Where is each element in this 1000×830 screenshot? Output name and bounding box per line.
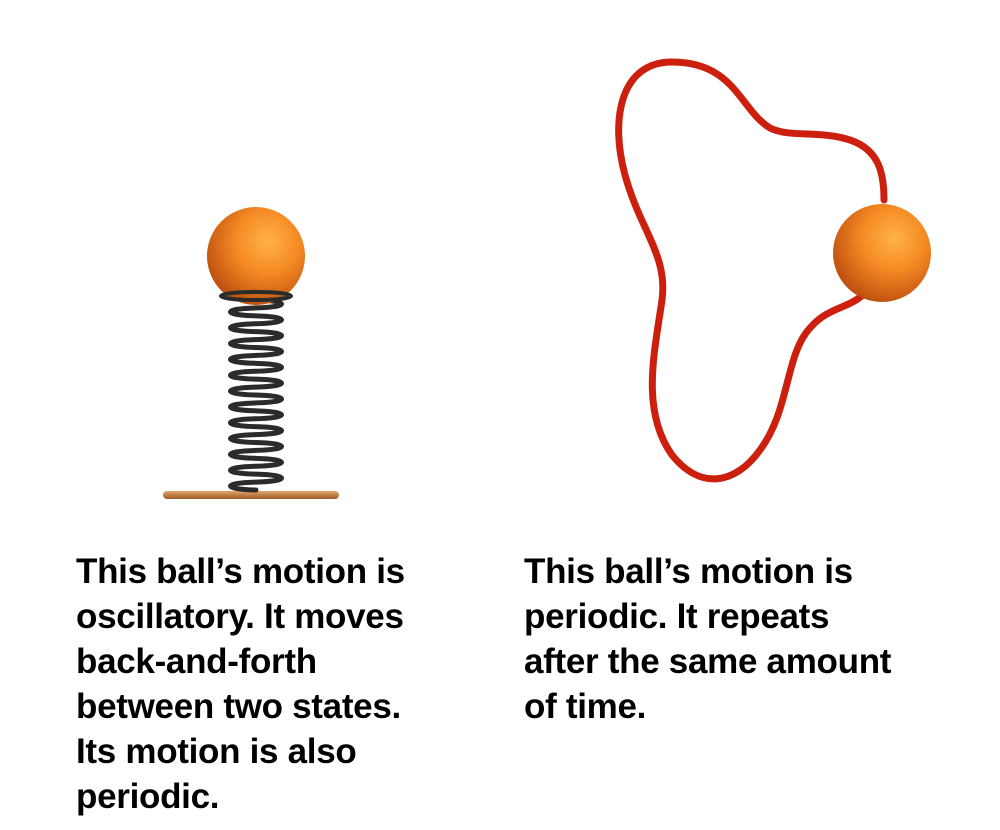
oscillating-ball: [207, 207, 305, 305]
caption-line: periodic.: [76, 777, 220, 816]
periodic-caption: This ball’s motion is periodic. It repea…: [524, 549, 944, 729]
periodic-ball: [833, 204, 931, 302]
periodic-loop: [615, 58, 931, 483]
caption-line: after the same amount: [524, 642, 892, 681]
caption-line: between two states.: [76, 687, 401, 726]
caption-line: of time.: [524, 687, 647, 726]
caption-line: This ball’s motion is: [524, 552, 853, 591]
caption-line: back-and-forth: [76, 642, 317, 681]
loop-path: [615, 58, 888, 483]
oscillatory-caption: This ball’s motion is oscillatory. It mo…: [76, 549, 476, 819]
caption-line: oscillatory. It moves: [76, 597, 404, 636]
caption-line: Its motion is also: [76, 732, 357, 771]
caption-line: periodic. It repeats: [524, 597, 830, 636]
base-plate: [163, 491, 339, 499]
spring-oscillator: [163, 207, 339, 499]
caption-line: This ball’s motion is: [76, 552, 405, 591]
spring-top-ring: [219, 290, 293, 302]
coil-spring: [228, 297, 284, 493]
